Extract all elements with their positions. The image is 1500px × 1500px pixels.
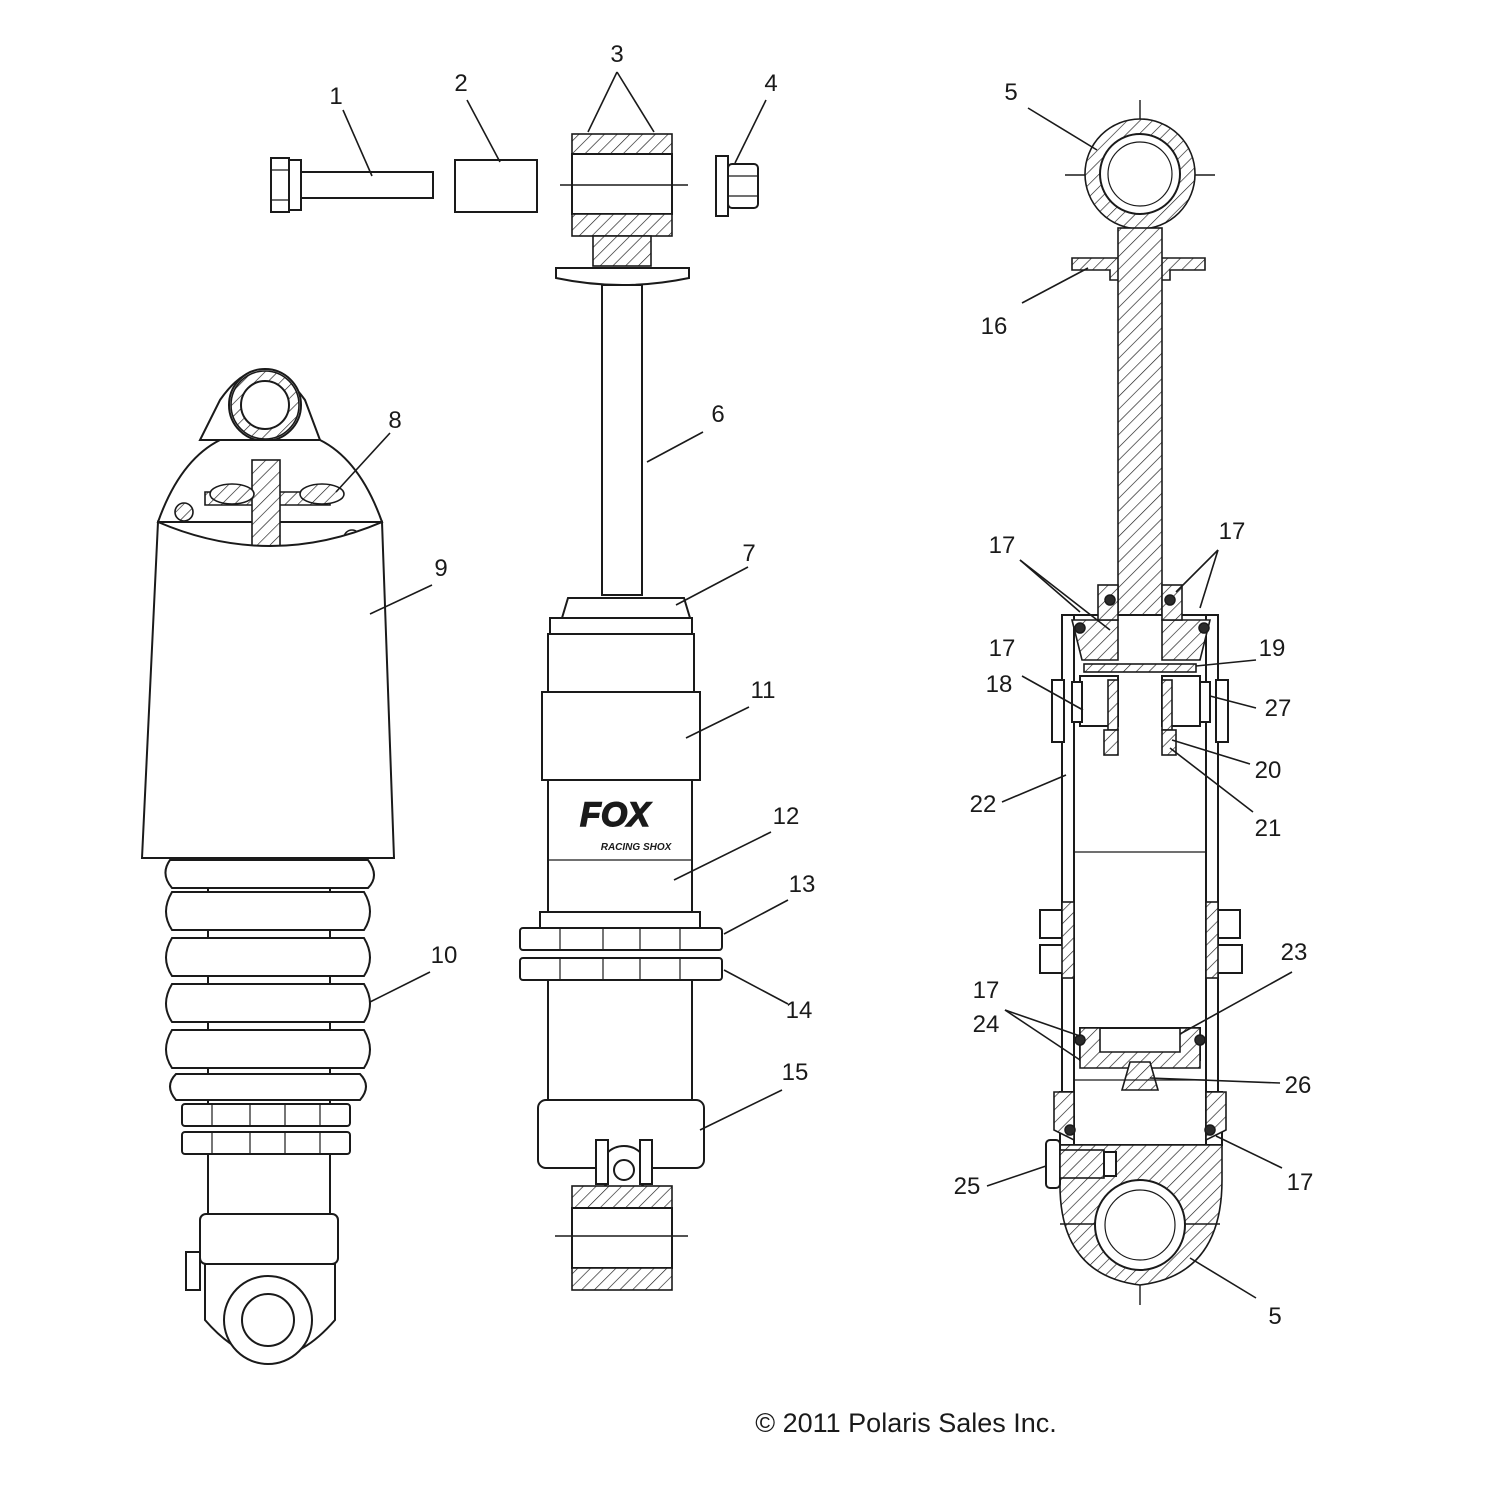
copyright-notice: © 2011 Polaris Sales Inc. xyxy=(755,1408,1057,1438)
fox-logo-subtext: RACING SHOX xyxy=(601,842,673,853)
callout-9: 9 xyxy=(434,555,447,582)
callout-15: 15 xyxy=(782,1059,809,1086)
callout-3: 3 xyxy=(610,41,623,68)
callout-17-lower-left: 17 xyxy=(973,977,1000,1004)
callout-18: 18 xyxy=(986,671,1013,698)
callout-26: 26 xyxy=(1285,1072,1312,1099)
callout-11: 11 xyxy=(751,677,776,704)
callout-23: 23 xyxy=(1281,939,1308,966)
right-shock-cross-section xyxy=(1039,100,1243,1305)
upper-eyelet-bushing xyxy=(555,133,690,286)
callout-27: 27 xyxy=(1265,695,1292,722)
callout-22: 22 xyxy=(970,791,997,818)
callout-24: 24 xyxy=(973,1011,1000,1038)
fox-logo: FOX xyxy=(580,796,652,834)
callout-20: 20 xyxy=(1255,757,1282,784)
middle-shock-exterior: FOX RACING SHOX xyxy=(519,284,723,1291)
callout-17-upper-right: 17 xyxy=(1219,518,1246,545)
callout-17-upper-left: 17 xyxy=(989,532,1016,559)
callout-8: 8 xyxy=(388,407,401,434)
callout-4: 4 xyxy=(764,70,777,97)
callout-5-top: 5 xyxy=(1004,79,1017,106)
callout-2: 2 xyxy=(454,70,467,97)
callout-13: 13 xyxy=(789,871,816,898)
callout-19: 19 xyxy=(1259,635,1286,662)
flange-nut xyxy=(715,155,759,217)
callout-25: 25 xyxy=(954,1173,981,1200)
callout-1: 1 xyxy=(329,83,342,110)
callout-7: 7 xyxy=(742,540,755,567)
callout-21: 21 xyxy=(1255,815,1282,842)
callout-17-mid-left: 17 xyxy=(989,635,1016,662)
flange-bolt xyxy=(270,157,434,213)
callout-17-lower-right: 17 xyxy=(1287,1169,1314,1196)
spacer-sleeve xyxy=(454,159,538,213)
callout-labels: 1 2 3 4 5 5 6 7 8 9 10 11 12 13 14 15 16… xyxy=(329,41,1313,1330)
callout-10: 10 xyxy=(431,942,458,969)
callout-14: 14 xyxy=(786,997,813,1024)
callout-16: 16 xyxy=(981,313,1008,340)
callout-6: 6 xyxy=(711,401,724,428)
leader-lines xyxy=(335,71,1293,1299)
callout-12: 12 xyxy=(773,803,800,830)
left-shock-with-spring xyxy=(140,368,396,1365)
callout-5-bottom: 5 xyxy=(1268,1303,1281,1330)
